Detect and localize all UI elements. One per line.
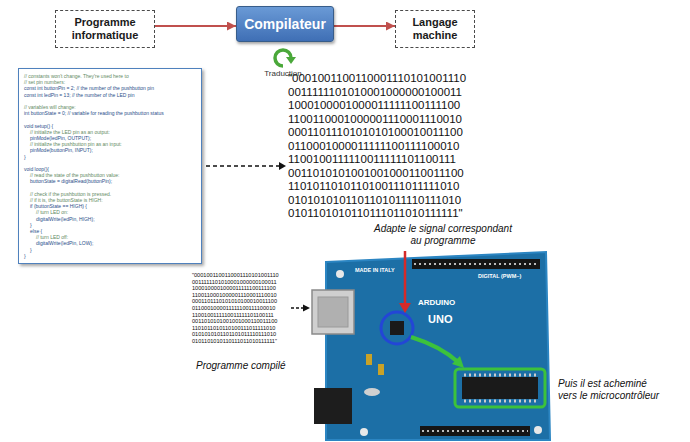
code-line: buttonState = digitalRead(buttonPin); xyxy=(24,178,196,184)
mounting-hole xyxy=(360,428,368,436)
arduino-board xyxy=(326,252,550,440)
dashed-box: Programme informatique xyxy=(55,10,155,48)
mounting-hole xyxy=(336,270,344,278)
box-label: Langage machine xyxy=(402,16,468,42)
binary-code: "0001001100110001110101001110 0011111101… xyxy=(192,272,288,345)
arrow-head xyxy=(303,305,310,312)
green-arrow xyxy=(411,337,458,362)
flow-arrow xyxy=(155,25,236,27)
header-pins xyxy=(422,430,528,432)
red-arrow xyxy=(404,251,407,304)
cycle-arrow-head xyxy=(286,57,296,64)
dashed-box: Langage machine xyxy=(395,10,475,48)
usb-chip xyxy=(390,321,404,335)
code-line: pinMode(buttonPin, INPUT); xyxy=(24,147,196,153)
code-line: } xyxy=(24,247,196,253)
capacitor xyxy=(378,364,384,375)
code-line: if (buttonState == HIGH) { xyxy=(24,203,196,209)
note-text: Programme compilé xyxy=(196,360,306,372)
code-line: int buttonState = 0; // variable for rea… xyxy=(24,110,196,116)
chip-pins xyxy=(464,374,536,377)
power-jack xyxy=(314,388,352,424)
code-line: // read the state of the pushbutton valu… xyxy=(24,172,196,178)
code-line: // check if the pushbutton is pressed. xyxy=(24,191,196,197)
code-line: // turn LED off: xyxy=(24,234,196,240)
box-label: Compilateur xyxy=(244,16,326,32)
pin-header xyxy=(420,426,530,436)
code-line: // constants won't change. They're used … xyxy=(24,73,196,79)
highlight-circle xyxy=(381,312,413,344)
binary-code: "0001001100110001110101001110 0011111101… xyxy=(288,72,488,221)
code-line: else { xyxy=(24,228,196,234)
code-line: } xyxy=(24,154,196,160)
process-box: Compilateur xyxy=(236,6,334,42)
red-arrow-head xyxy=(399,303,411,313)
code-line: // if it is, the buttonState is HIGH: xyxy=(24,197,196,203)
code-line: digitalWrite(ledPin, LOW); xyxy=(24,240,196,246)
note-text: Adapte le signal correspondant au progra… xyxy=(373,223,513,247)
highlight-box xyxy=(455,369,545,407)
board-print: MADE IN ITALY xyxy=(355,267,415,274)
mounting-hole xyxy=(534,426,542,434)
arrow-head xyxy=(279,162,286,170)
code-line: void setup() { xyxy=(24,123,196,129)
crystal xyxy=(364,388,380,396)
code-line: // variables will change: xyxy=(24,104,196,110)
box-label: Programme informatique xyxy=(62,16,148,42)
code-line: // initialize the pushbutton pin as an i… xyxy=(24,141,196,147)
microcontroller-chip xyxy=(462,377,538,399)
board-logo: ARDUINO xyxy=(418,298,468,308)
usb-connector-inner xyxy=(318,297,348,327)
code-line: // set pin numbers: xyxy=(24,79,196,85)
dashed-arrow xyxy=(291,307,303,308)
code-screenshot: // constants won't change. They're used … xyxy=(18,68,202,264)
code-line: // turn LED on: xyxy=(24,209,196,215)
green-arrow-head xyxy=(452,356,464,368)
code-line: // initialize the LED pin as an output: xyxy=(24,129,196,135)
code-line: } xyxy=(24,222,196,228)
code-line: pinMode(ledPin, OUTPUT); xyxy=(24,135,196,141)
chip-pins xyxy=(464,400,536,403)
pin-header xyxy=(412,259,540,269)
board-print: DIGITAL (PWM~) xyxy=(478,273,538,280)
flow-arrow xyxy=(334,25,395,27)
note-text: Puis il est acheminé vers le microcontrô… xyxy=(558,378,666,402)
usb-connector xyxy=(312,290,354,334)
capacitor xyxy=(366,354,372,365)
code-line: const int buttonPin = 2; // the number o… xyxy=(24,85,196,91)
board-logo: UNO xyxy=(428,313,462,326)
code-line: } xyxy=(24,253,196,259)
code-line: void loop(){ xyxy=(24,166,196,172)
code-line: digitalWrite(ledPin, HIGH); xyxy=(24,216,196,222)
header-pins xyxy=(414,263,538,265)
code-line: const int ledPin = 13; // the number of … xyxy=(24,92,196,98)
dashed-arrow xyxy=(206,165,279,166)
